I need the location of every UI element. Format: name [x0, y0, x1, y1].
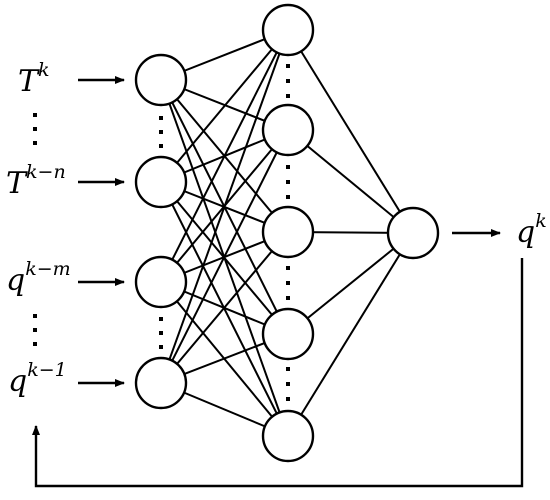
input-label-2: Tk−n: [6, 161, 66, 201]
node-dot: [286, 397, 290, 401]
input-labels: Tk Tk−n qk−m qk−1: [6, 59, 71, 399]
input-label-4: qk−1: [8, 359, 67, 399]
input-node: [134, 53, 188, 107]
node-dot: [286, 94, 290, 98]
input-hidden-connection: [160, 129, 289, 384]
node-dot: [159, 345, 163, 349]
hidden-output-connection: [287, 232, 414, 437]
output-label: qk: [516, 210, 547, 250]
label-dot: [33, 314, 37, 318]
node-dot: [286, 296, 290, 300]
node-dot: [286, 180, 290, 184]
node-dot: [286, 79, 290, 83]
label-dot: [33, 113, 37, 117]
hidden-node: [261, 409, 315, 463]
input-label-3: qk−m: [6, 258, 71, 298]
label-dot: [33, 342, 37, 346]
hidden-node: [261, 3, 315, 57]
node-dot: [286, 367, 290, 371]
input-hidden-connection: [160, 231, 289, 384]
node-dot: [286, 281, 290, 285]
label-dot: [33, 127, 37, 131]
input-label-1: Tk: [18, 59, 50, 99]
input-node: [134, 356, 188, 410]
output-node: [386, 206, 440, 260]
label-dot: [33, 328, 37, 332]
node-dot: [159, 116, 163, 120]
input-hidden-connection: [160, 29, 289, 183]
input-hidden-connection: [160, 29, 289, 384]
feedback-loop-line: [32, 258, 524, 488]
input-node: [134, 155, 188, 209]
node-dot: [286, 266, 290, 270]
node-dot: [159, 317, 163, 321]
input-node: [134, 255, 188, 309]
hidden-node: [261, 205, 315, 259]
node-dot: [286, 195, 290, 199]
input-arrows: [78, 76, 125, 387]
label-dot: [33, 141, 37, 145]
node-dot: [286, 64, 290, 68]
node-dot: [159, 130, 163, 134]
node-dot: [286, 165, 290, 169]
network-nodes: [134, 3, 440, 463]
node-dot: [286, 382, 290, 386]
ellipsis-dots: [33, 64, 290, 401]
hidden-node: [261, 307, 315, 361]
node-dot: [159, 331, 163, 335]
hidden-output-connection: [287, 29, 414, 234]
hidden-node: [261, 103, 315, 157]
input-hidden-connection: [160, 29, 289, 283]
hidden-output-connection: [287, 232, 414, 335]
hidden-output-connection: [287, 129, 414, 234]
node-dot: [159, 144, 163, 148]
